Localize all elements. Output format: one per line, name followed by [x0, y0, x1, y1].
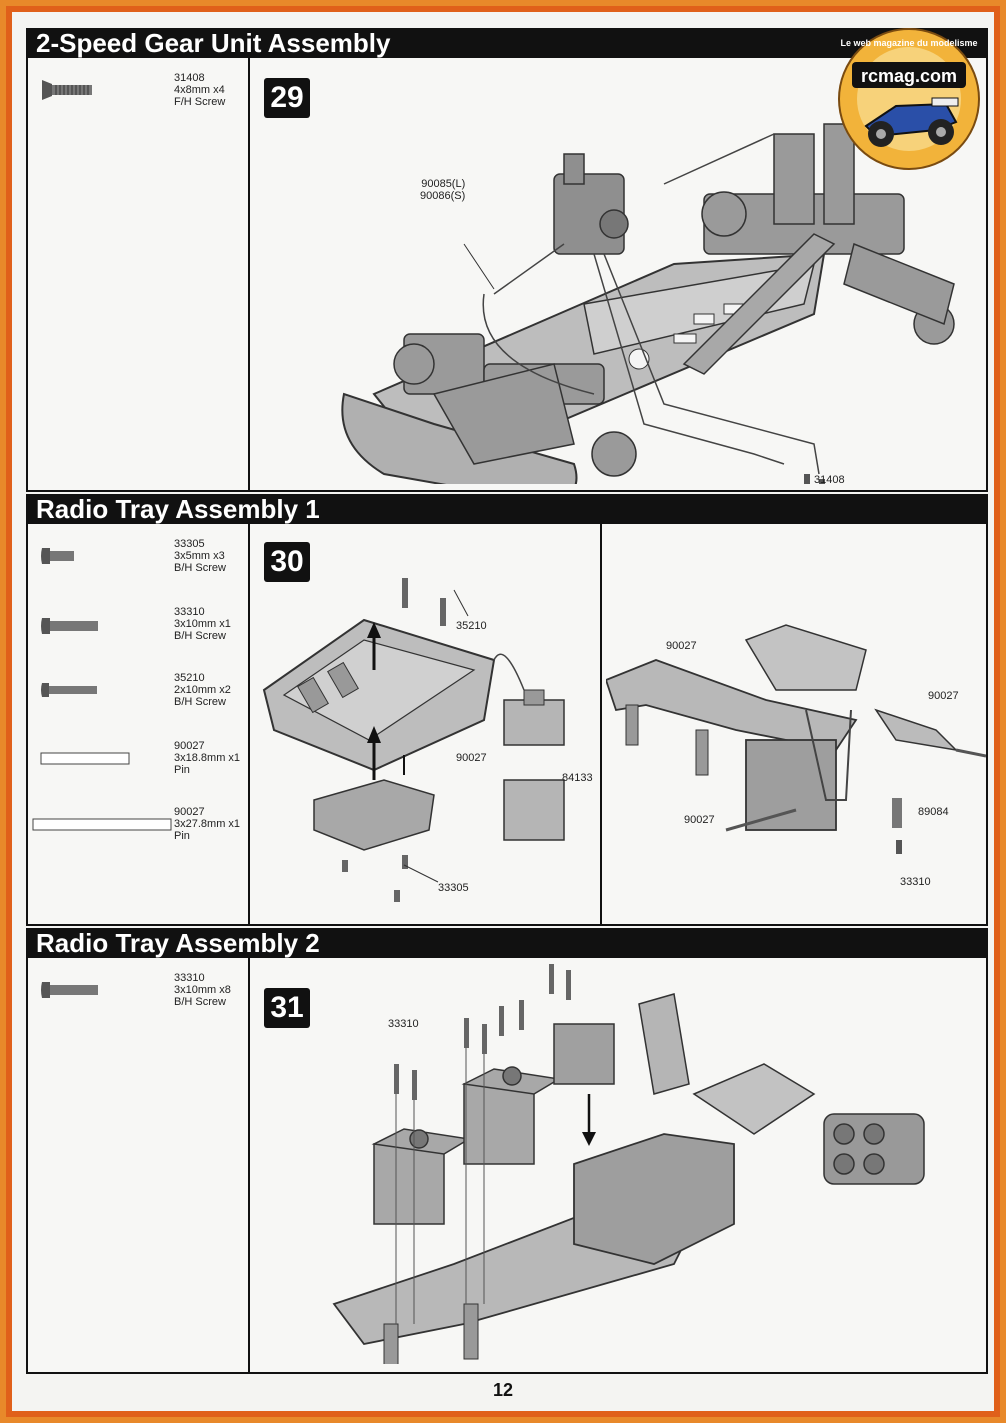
part-code: 31408	[174, 72, 205, 84]
callout-90027: 90027	[456, 752, 487, 764]
callout-31408: 31408	[814, 474, 845, 486]
part-desc: 3x10mm x1 B/H Screw	[174, 618, 231, 642]
part-code: 90027	[174, 806, 205, 818]
part-code: 33310	[174, 606, 205, 618]
car-icon	[864, 97, 959, 147]
callout-90085-90086: 90085(L) 90086(S)	[420, 178, 466, 202]
part-desc: 3x10mm x8 B/H Screw	[174, 984, 231, 1008]
rcmag-logo: rcmag.com Le web magazine du modelisme	[838, 28, 980, 170]
section-title-radio-tray-1: Radio Tray Assembly 1	[26, 494, 988, 524]
button-head-screw-icon	[41, 548, 74, 564]
part-desc: 3x27.8mm x1 Pin	[174, 818, 241, 842]
step-badge-31: 31	[264, 988, 310, 1028]
servo-tray-diagram	[332, 964, 925, 1364]
callout-90027: 90027	[666, 640, 697, 652]
step-badge-30: 30	[264, 542, 310, 582]
section-divider	[600, 524, 602, 924]
part-code: 35210	[174, 672, 205, 684]
callout-33310: 33310	[388, 1018, 419, 1030]
callout-90027: 90027	[684, 814, 715, 826]
callout-33305: 33305	[438, 882, 469, 894]
part-desc: 4x8mm x4 F/H Screw	[174, 84, 226, 108]
button-head-screw-icon	[41, 683, 97, 697]
callout-90027: 90027	[928, 690, 959, 702]
radio-tray-diagram-right	[606, 624, 986, 854]
part-code: 33305	[174, 538, 205, 550]
part-desc: 3x18.8mm x1 Pin	[174, 752, 241, 776]
callout-89084: 89084	[918, 806, 949, 818]
callout-33310: 33310	[900, 876, 931, 888]
flat-head-screw-icon	[42, 80, 92, 100]
button-head-screw-icon	[41, 982, 98, 998]
button-head-screw-icon	[41, 618, 98, 634]
logo-tagline: Le web magazine du modelisme	[840, 38, 977, 48]
chassis-diagram	[341, 123, 955, 484]
part-code: 33310	[174, 972, 205, 984]
page-number: 12	[492, 1380, 514, 1400]
radio-tray-diagram-left	[262, 578, 565, 902]
pin-icon	[40, 752, 130, 765]
step-badge-29: 29	[264, 78, 310, 118]
section-title-radio-tray-2: Radio Tray Assembly 2	[26, 928, 988, 958]
section-title-gear-unit: 2-Speed Gear Unit Assembly	[26, 28, 988, 58]
part-desc: 2x10mm x2 B/H Screw	[174, 684, 231, 708]
part-desc: 3x5mm x3 B/H Screw	[174, 550, 226, 574]
part-code: 90027	[174, 740, 205, 752]
callout-84133: 84133	[562, 772, 593, 784]
callout-35210: 35210	[456, 620, 487, 632]
pin-icon	[32, 818, 172, 831]
logo-brand: rcmag.com	[861, 66, 957, 86]
